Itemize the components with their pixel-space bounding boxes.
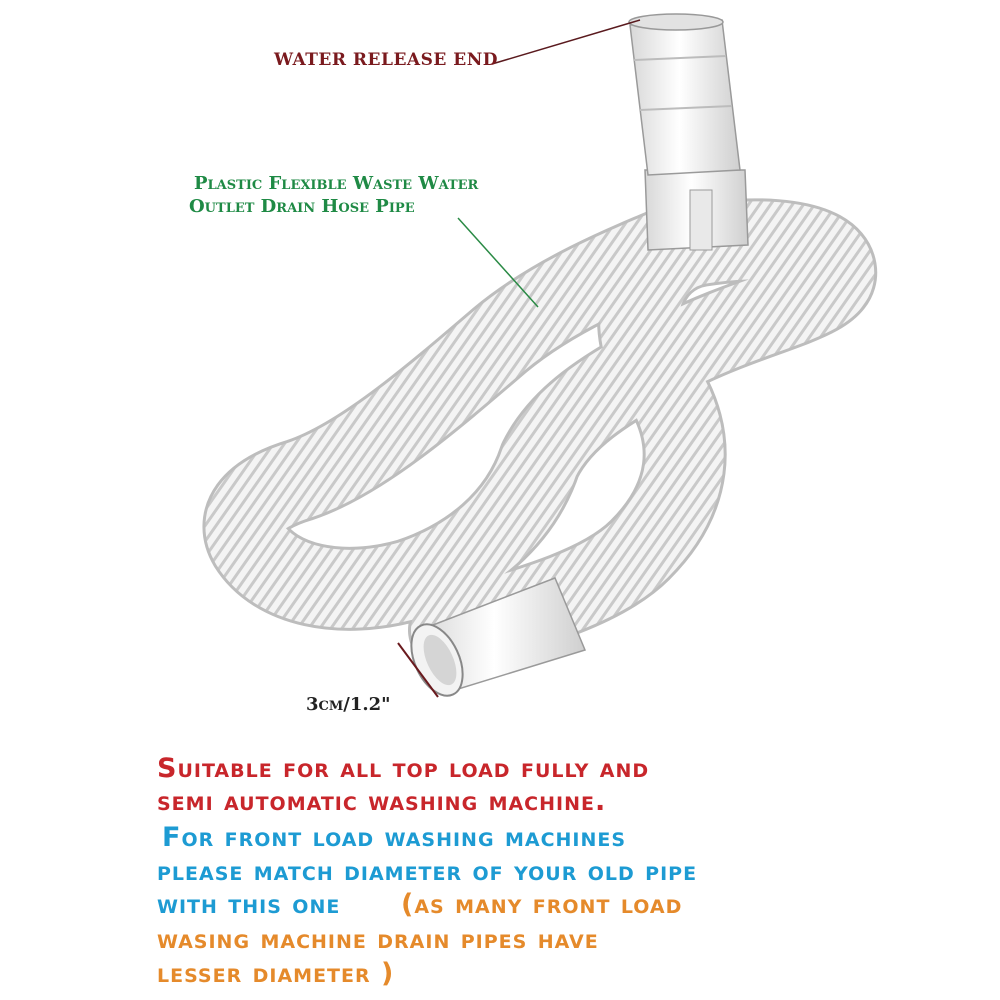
corrugated-hose	[202, 193, 878, 672]
hose-description-label-line1: Plastic Flexible Waste Water	[194, 173, 479, 194]
release-end-pointer	[491, 19, 641, 65]
diameter-pointer	[397, 642, 439, 698]
diameter-label: 3cm/1.2"	[306, 694, 391, 715]
description-line-5b: (as many front load	[401, 889, 683, 920]
hose-label-pointer	[457, 217, 539, 308]
description-line-1: Suitable for all top load fully and	[157, 753, 650, 784]
description-line-2: semi automatic washing machine.	[157, 786, 607, 817]
water-release-end-label: WATER RELEASE END	[274, 50, 498, 70]
description-line-4: please match diameter of your old pipe	[157, 856, 698, 887]
description-line-7: lesser diameter )	[157, 958, 395, 989]
description-line-3: For front load washing machines	[162, 822, 627, 853]
hose-description-label-line2: Outlet Drain Hose Pipe	[189, 196, 415, 217]
description-line-5a: with this one	[157, 889, 341, 920]
water-release-end-fitting	[628, 13, 749, 251]
description-line-6: wasing machine drain pipes have	[157, 924, 599, 955]
